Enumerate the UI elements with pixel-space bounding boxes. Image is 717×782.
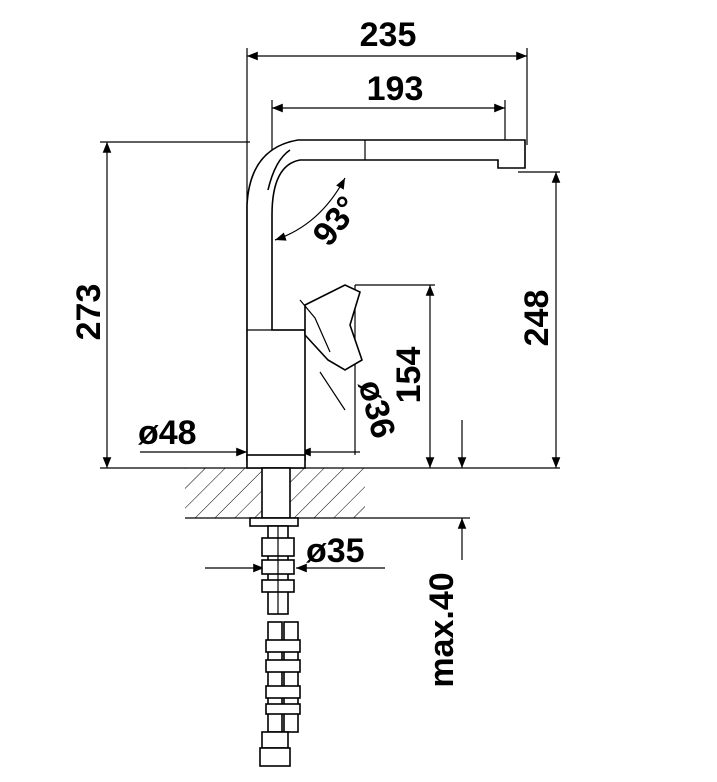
label-spout-height: 248 (518, 290, 556, 347)
label-max-thickness: max.40 (423, 572, 461, 687)
label-swivel-angle: 93° (306, 189, 368, 253)
supply-hose-left (267, 621, 283, 733)
countertop-section (100, 467, 560, 519)
extension-lines (100, 48, 560, 468)
faucet-body (246, 139, 526, 469)
label-hole-diameter: ø35 (306, 532, 365, 570)
supply-hose-right (283, 621, 299, 733)
label-base-diameter: ø48 (138, 414, 197, 452)
hose-fitting (261, 731, 289, 749)
dimension-lines (102, 51, 561, 573)
faucet-base-ring (246, 454, 306, 469)
mounting-hardware (249, 467, 301, 767)
label-lever-height: 154 (390, 347, 428, 404)
faucet-spout (246, 139, 526, 461)
dimension-labels: 235 193 273 248 154 ø48 ø35 ø36 93° max.… (70, 16, 556, 688)
label-spout-reach: 193 (367, 70, 424, 108)
leader-line-36 (319, 371, 346, 411)
label-overall-width: 235 (360, 16, 417, 54)
label-overall-height: 273 (70, 284, 108, 341)
faucet-lever (304, 284, 363, 371)
angle-arc-93 (274, 177, 346, 241)
